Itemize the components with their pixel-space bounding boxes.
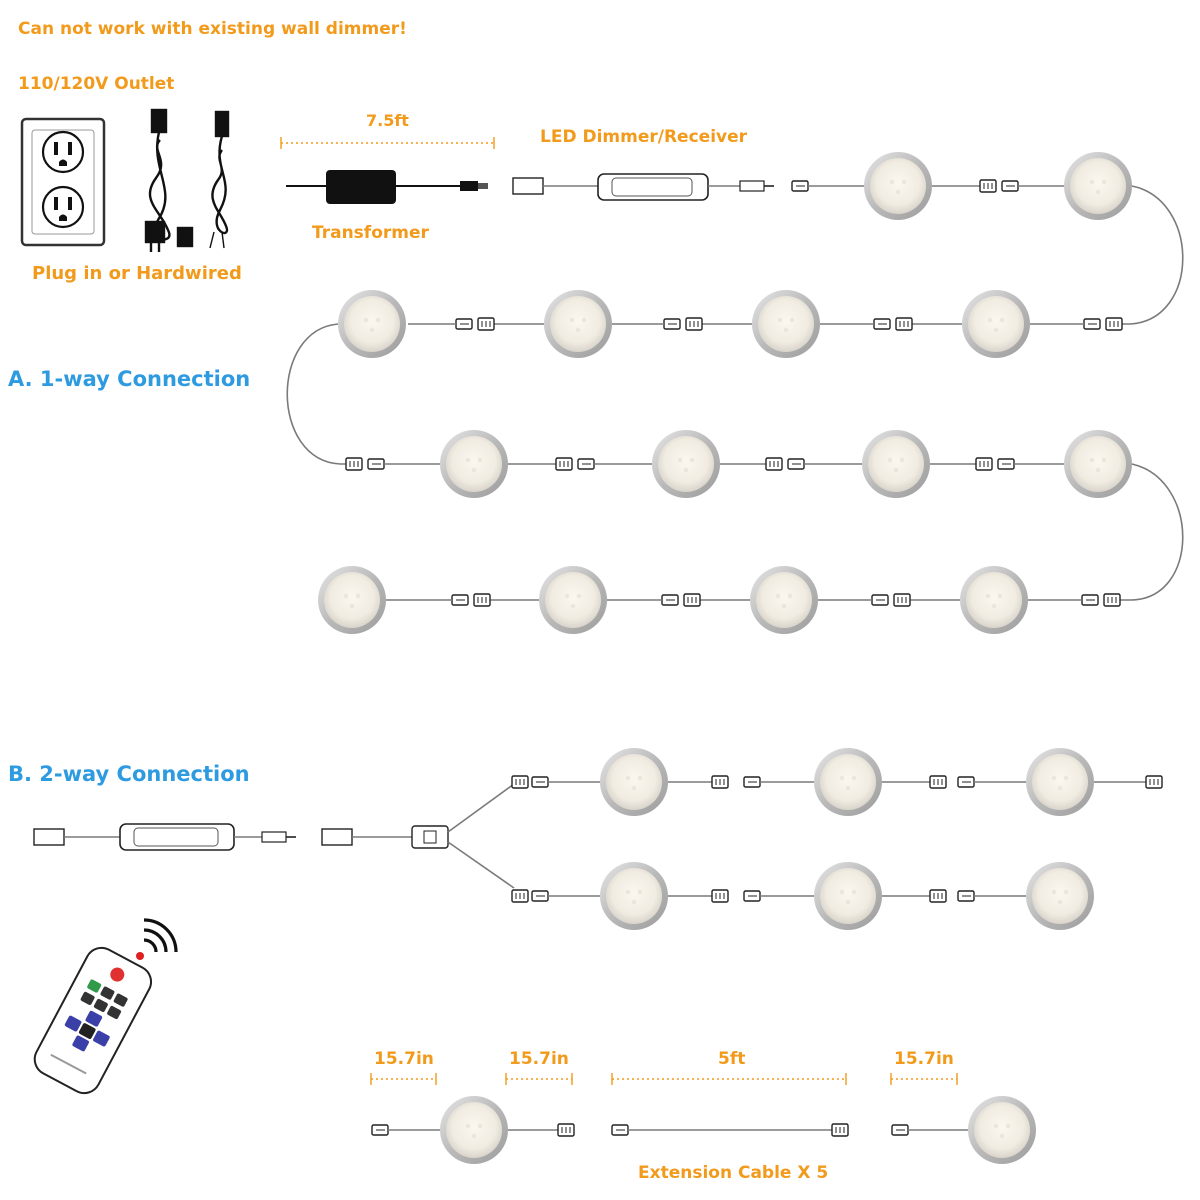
outlet-label: 110/120V Outlet: [18, 74, 174, 94]
puck-light-a4: [752, 290, 820, 358]
plug-label: Plug in or Hardwired: [32, 263, 242, 284]
wall-outlet-icon: [20, 117, 106, 247]
section-b-dimmer-icon: [33, 823, 296, 851]
wireless-signal-icon: [136, 918, 178, 960]
puck-light-b1: [600, 748, 668, 816]
remote-control-icon: [33, 946, 153, 1095]
transformer-label: Transformer: [312, 223, 430, 243]
puck-cable-length-right: 15.7in: [509, 1049, 569, 1069]
puck-light-b4: [600, 862, 668, 930]
transformer-icon: [286, 170, 488, 204]
puck-light-a9: [862, 430, 930, 498]
dimmer-receiver-icon: [512, 173, 774, 201]
puck-light-b6: [1026, 862, 1094, 930]
puck-with-two-cables: [371, 1123, 575, 1137]
extension-cable-icon: [611, 1123, 849, 1137]
puck-light-sample: [440, 1096, 508, 1164]
section-a-title: A. 1-way Connection: [8, 367, 250, 391]
puck-light-a6: [338, 290, 406, 358]
section-b-wiring: [511, 775, 1163, 903]
puck-light-a8: [652, 430, 720, 498]
end-puck-with-cable: [891, 1124, 968, 1136]
section-a-wiring: [286, 179, 1184, 607]
puck-light-a13: [539, 566, 607, 634]
puck-light-a10: [1064, 430, 1132, 498]
puck-light-a2: [1064, 152, 1132, 220]
end-puck-cable-length: 15.7in: [894, 1049, 954, 1069]
extension-label: Extension Cable X 5: [638, 1163, 828, 1183]
puck-light-a11: [960, 566, 1028, 634]
dimmer-label: LED Dimmer/Receiver: [540, 127, 748, 147]
puck-light-a12: [750, 566, 818, 634]
puck-light-b3: [1026, 748, 1094, 816]
hardwire-cord-icon: [209, 110, 230, 249]
puck-light-a3: [962, 290, 1030, 358]
splitter-icon: [321, 783, 515, 889]
extension-length-label: 5ft: [718, 1049, 745, 1069]
puck-light-b2: [814, 748, 882, 816]
puck-light-a7: [440, 430, 508, 498]
warning-text: Can not work with existing wall dimmer!: [18, 19, 407, 39]
cord-length-label: 7.5ft: [366, 111, 409, 130]
puck-light-a14: [318, 566, 386, 634]
puck-light-end: [968, 1096, 1036, 1164]
puck-light-b5: [814, 862, 882, 930]
puck-light-a5: [544, 290, 612, 358]
puck-cable-length-left: 15.7in: [374, 1049, 434, 1069]
power-cord-icon: [144, 108, 194, 252]
puck-light-a1: [864, 152, 932, 220]
section-b-title: B. 2-way Connection: [8, 762, 250, 786]
